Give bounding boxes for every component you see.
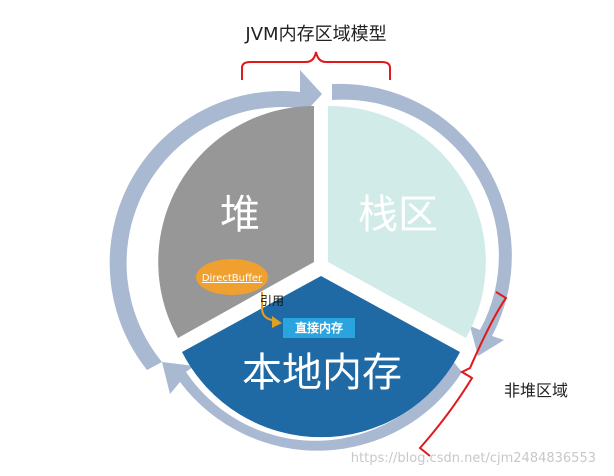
direct-memory-box	[283, 318, 355, 338]
non-heap-brace	[418, 291, 508, 457]
stack-sector	[328, 105, 486, 338]
direct-memory-label: 直接内存	[295, 320, 343, 335]
top-brace	[241, 51, 391, 80]
ring-arc-left-to-top	[109, 70, 323, 370]
diagram-title: JVM内存区域模型	[244, 24, 386, 45]
watermark: https://blog.csdn.net/cjm2484836553	[351, 451, 596, 466]
direct-buffer-label: DirectBuffer	[202, 273, 263, 284]
ring-arc-bottom	[162, 360, 462, 451]
reference-arrow	[261, 292, 279, 323]
heap-label: 堆	[220, 192, 260, 238]
reference-label: 引用	[260, 294, 284, 308]
reference-arrow-head	[272, 316, 282, 328]
ring-arc-right	[332, 83, 512, 356]
stack-label: 栈区	[358, 192, 438, 238]
non-heap-label: 非堆区域	[504, 381, 568, 400]
native-sector	[182, 276, 460, 438]
direct-buffer-ellipse	[196, 259, 268, 295]
cycle-ring	[109, 70, 512, 451]
native-memory-label: 本地内存	[242, 350, 402, 396]
